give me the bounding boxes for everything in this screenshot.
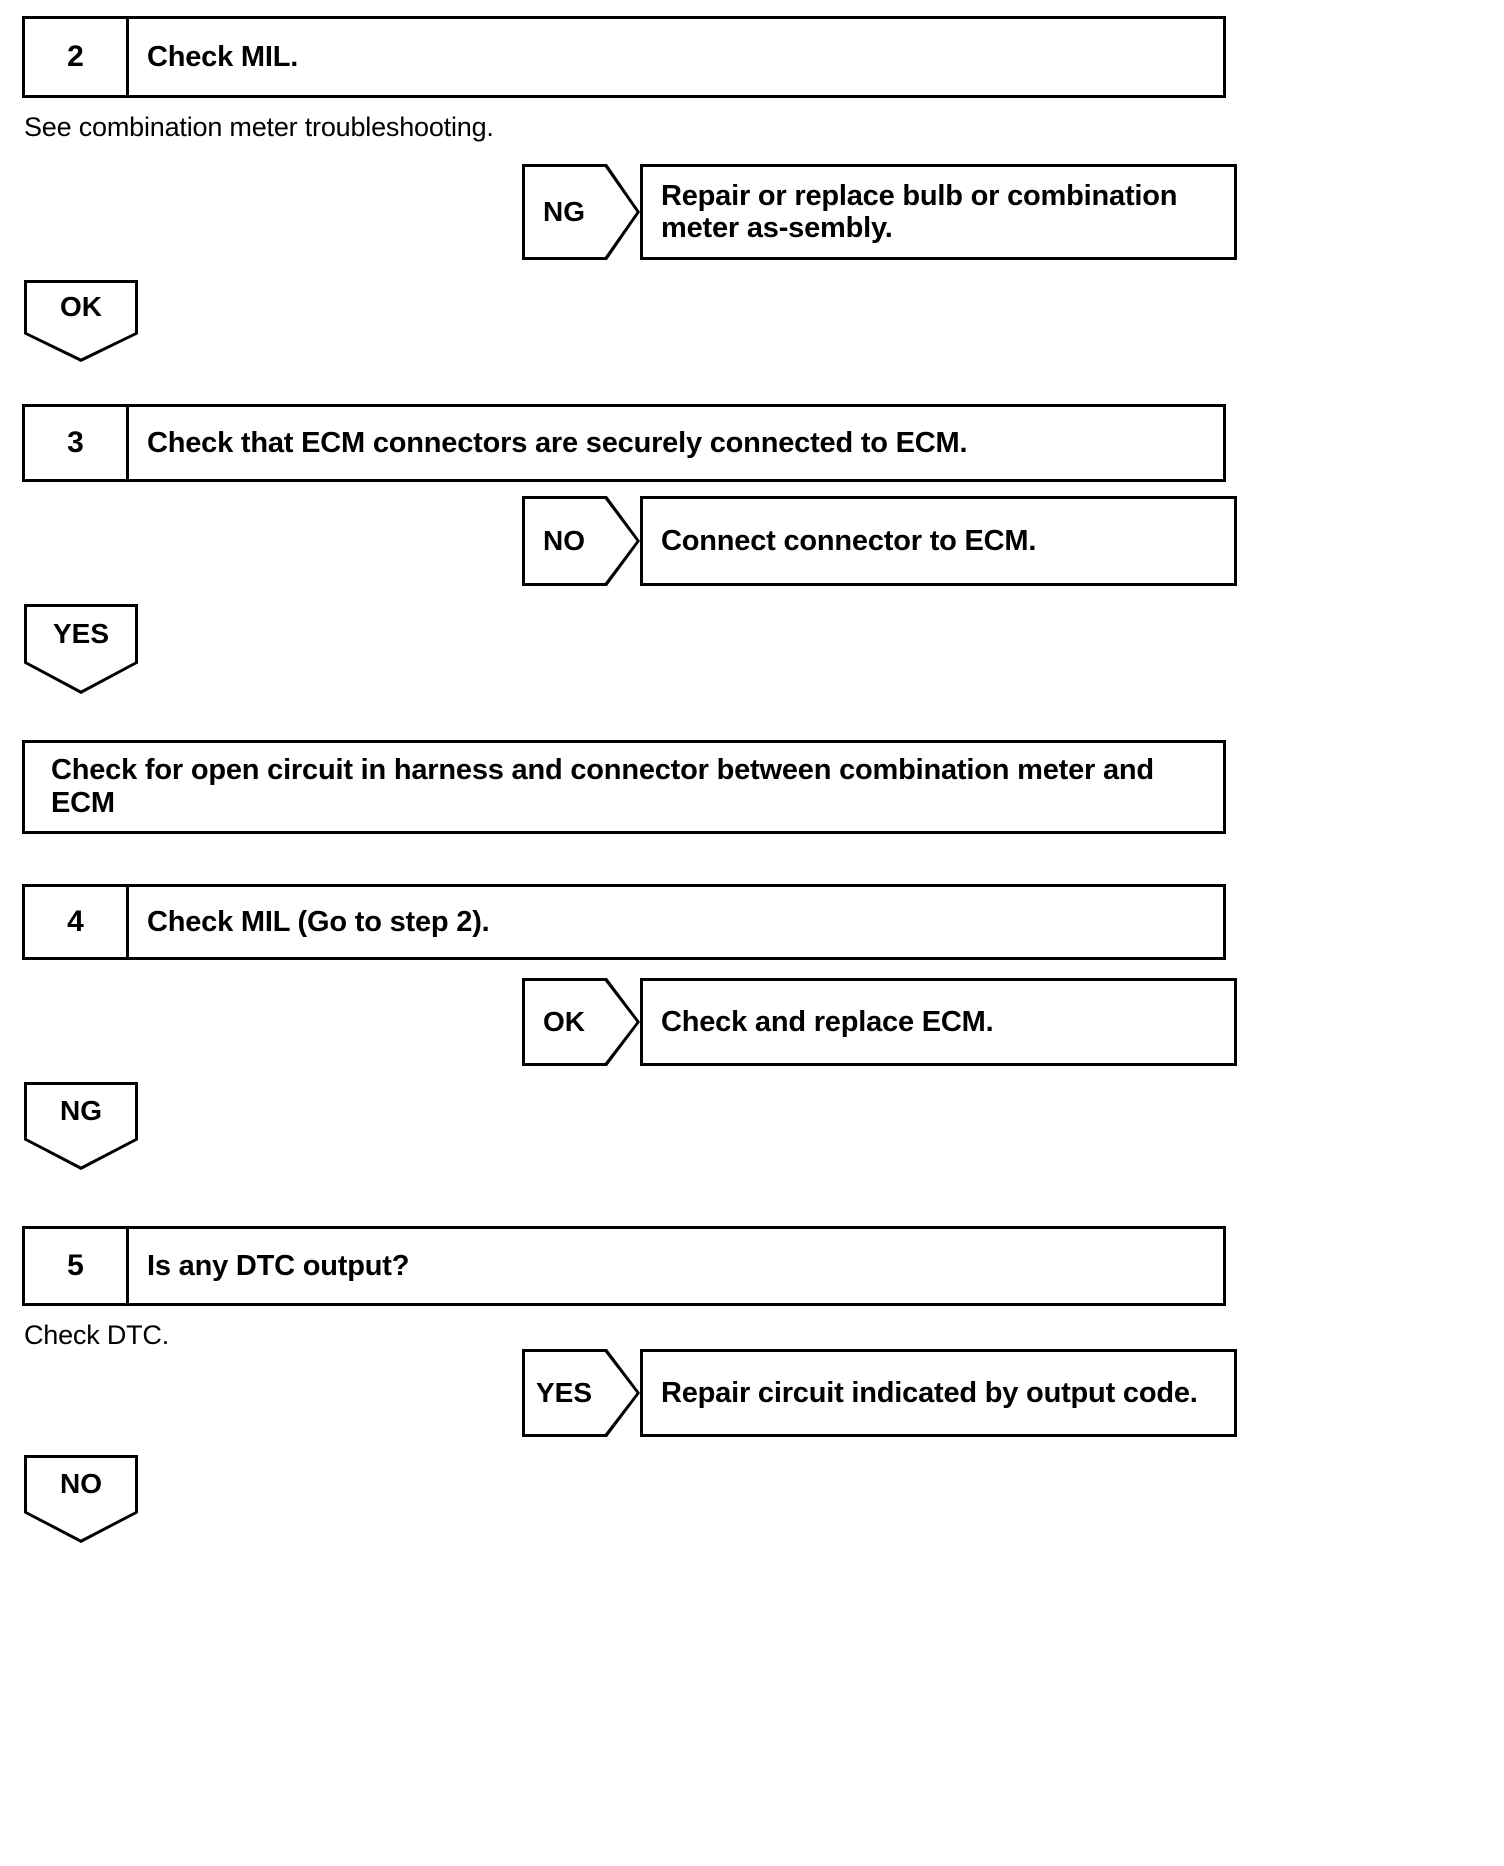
flow-arrow-yes-step3: YES — [24, 604, 138, 694]
step-title-5: Is any DTC output? — [147, 1249, 410, 1282]
branch-label-no-step3: NO — [522, 496, 640, 586]
step-title-2: Check MIL. — [147, 40, 299, 73]
step-number-4: 4 — [25, 887, 129, 957]
step-number-3: 3 — [25, 407, 129, 479]
flow-arrow-label: OK — [60, 291, 102, 323]
flow-arrow-no-step5: NO — [24, 1455, 138, 1543]
branch-result-step3: Connect connector to ECM. — [640, 496, 1237, 586]
step-note-5: Check DTC. — [24, 1320, 170, 1350]
branch-label-ng-step2: NG — [522, 164, 640, 260]
branch-row-5: YES Repair circuit indicated by output c… — [522, 1349, 1237, 1437]
branch-label-text: NG — [543, 196, 585, 227]
interstitial-box: Check for open circuit in harness and co… — [22, 740, 1226, 834]
branch-label-text: OK — [543, 1006, 585, 1037]
branch-label-text: YES — [535, 1377, 593, 1408]
branch-row-4: OK Check and replace ECM. — [522, 978, 1237, 1066]
branch-label-text: NO — [543, 525, 585, 556]
step-box-2: 2 Check MIL. — [22, 16, 1226, 98]
step-title-3: Check that ECM connectors are securely c… — [147, 426, 968, 459]
step-number-2: 2 — [25, 19, 129, 95]
flow-arrow-ng-step4: NG — [24, 1082, 138, 1170]
flow-arrow-ok-step2: OK — [24, 280, 138, 362]
flow-arrow-label: NG — [60, 1095, 102, 1127]
flow-arrow-label: NO — [60, 1468, 102, 1500]
step-box-4: 4 Check MIL (Go to step 2). — [22, 884, 1226, 960]
step-note-2: See combination meter troubleshooting. — [24, 112, 494, 142]
branch-label-ok-step4: OK — [522, 978, 640, 1066]
branch-result-step5: Repair circuit indicated by output code. — [640, 1349, 1237, 1437]
branch-result-step2: Repair or replace bulb or combination me… — [640, 164, 1237, 260]
step-box-3: 3 Check that ECM connectors are securely… — [22, 404, 1226, 482]
step-number-5: 5 — [25, 1229, 129, 1303]
branch-row-2: NG Repair or replace bulb or combination… — [522, 164, 1237, 260]
step-box-5: 5 Is any DTC output? — [22, 1226, 1226, 1306]
step-title-4: Check MIL (Go to step 2). — [147, 905, 490, 938]
flow-arrow-label: YES — [52, 617, 110, 649]
branch-label-yes-step5: YES — [522, 1349, 640, 1437]
branch-result-step4: Check and replace ECM. — [640, 978, 1237, 1066]
branch-row-3: NO Connect connector to ECM. — [522, 496, 1237, 586]
